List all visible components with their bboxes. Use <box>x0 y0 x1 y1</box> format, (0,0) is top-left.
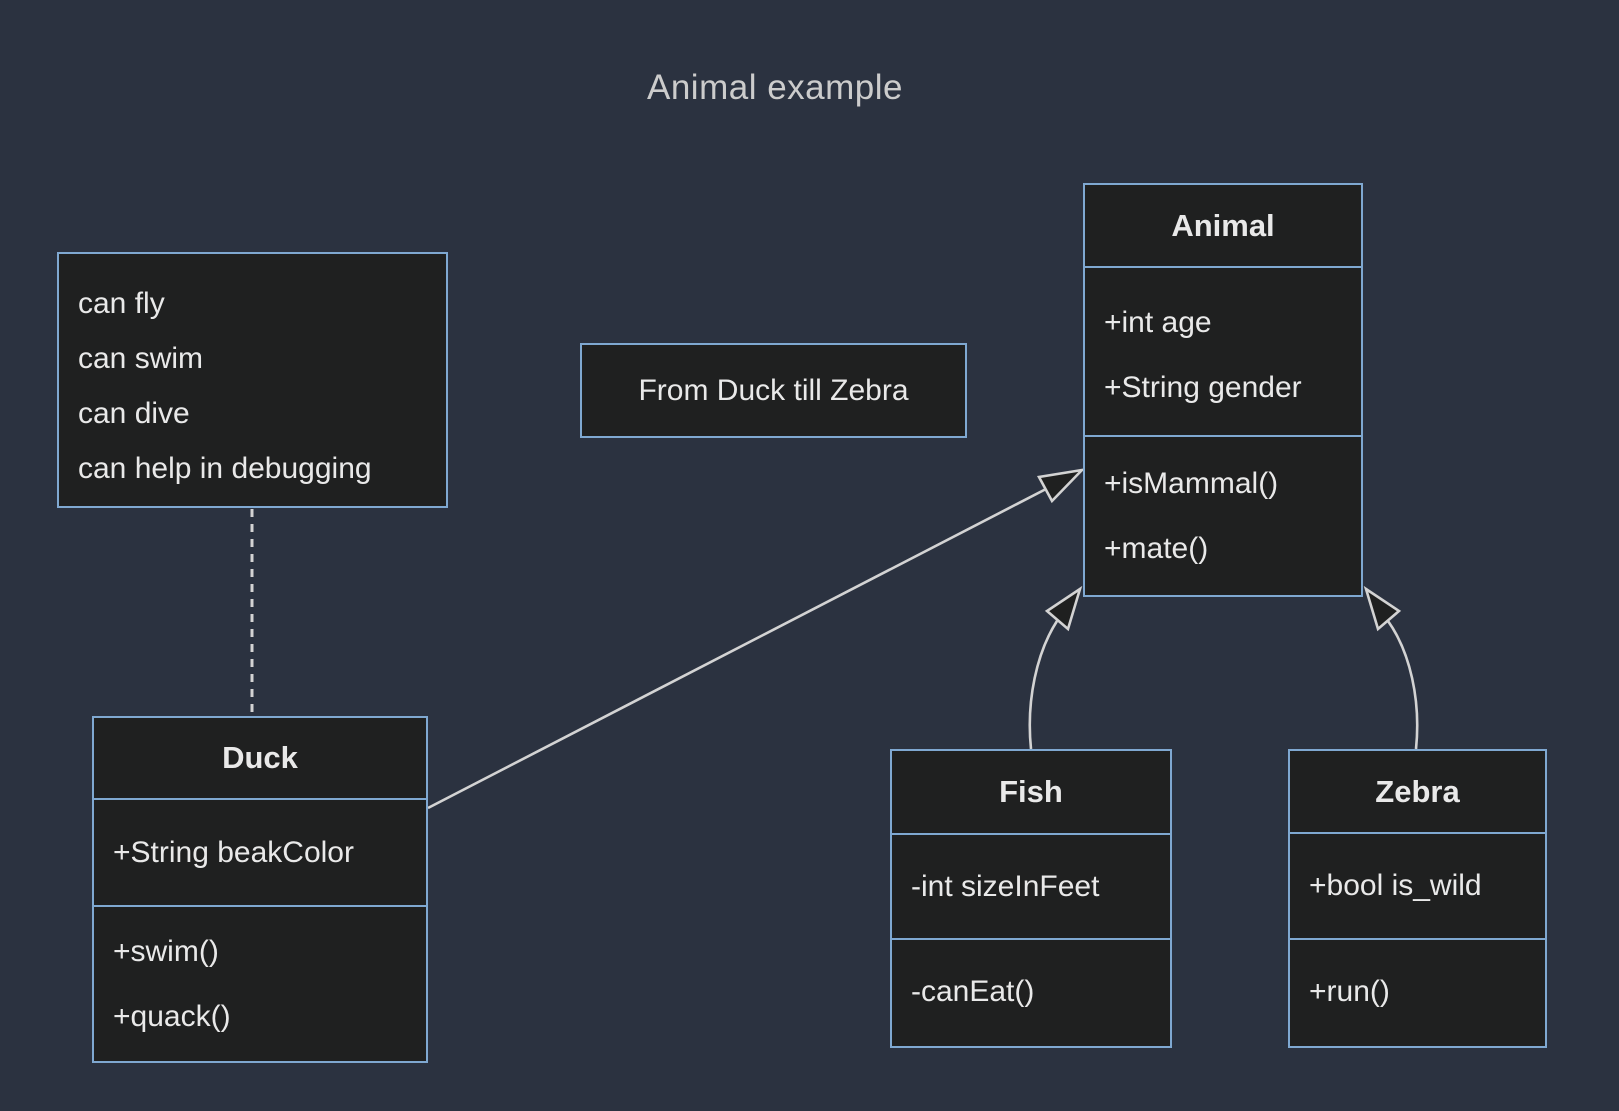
method: +quack() <box>113 1000 231 1033</box>
class-duck-name: Duck <box>94 718 426 800</box>
class-animal-attributes: +int age +String gender <box>1085 268 1361 437</box>
duck-to-animal-inheritance-arrowhead <box>1036 468 1086 504</box>
method: -canEat() <box>911 975 1035 1008</box>
class-zebra-methods: +run() <box>1290 940 1545 1046</box>
class-fish: Fish -int sizeInFeet -canEat() <box>890 749 1172 1048</box>
note-line: can swim <box>78 342 204 375</box>
class-zebra: Zebra +bool is_wild +run() <box>1288 749 1547 1048</box>
attribute: +String beakColor <box>113 836 354 869</box>
attribute: +int age <box>1104 306 1212 339</box>
class-animal-name: Animal <box>1085 185 1361 268</box>
note-line: can dive <box>78 397 190 430</box>
class-animal: Animal +int age +String gender +isMammal… <box>1083 183 1363 597</box>
fish-to-animal-edge <box>1028 620 1059 750</box>
duck-note: can fly can swim can dive can help in de… <box>57 252 448 508</box>
attribute: +bool is_wild <box>1309 869 1482 902</box>
method: +run() <box>1309 975 1390 1008</box>
class-zebra-name: Zebra <box>1290 751 1545 834</box>
class-fish-attributes: -int sizeInFeet <box>892 835 1170 940</box>
class-fish-methods: -canEat() <box>892 940 1170 1046</box>
class-duck: Duck +String beakColor +swim() +quack() <box>92 716 428 1063</box>
range-note-text: From Duck till Zebra <box>638 373 909 407</box>
zebra-to-animal-inheritance-arrowhead <box>1363 585 1402 632</box>
attribute: +String gender <box>1104 371 1302 404</box>
method: +mate() <box>1104 532 1209 565</box>
note-line: can help in debugging <box>78 452 372 485</box>
method: +isMammal() <box>1104 467 1279 500</box>
class-zebra-attributes: +bool is_wild <box>1290 834 1545 940</box>
class-duck-methods: +swim() +quack() <box>94 907 426 1061</box>
zebra-to-animal-edge <box>1386 620 1419 750</box>
class-duck-attributes: +String beakColor <box>94 800 426 907</box>
diagram-title: Animal example <box>647 68 903 107</box>
duck-to-animal-edge <box>427 487 1047 810</box>
range-note: From Duck till Zebra <box>580 343 967 438</box>
class-fish-name: Fish <box>892 751 1170 835</box>
note-line: can fly <box>78 287 165 320</box>
attribute: -int sizeInFeet <box>911 870 1100 903</box>
class-animal-methods: +isMammal() +mate() <box>1085 437 1361 595</box>
method: +swim() <box>113 935 219 968</box>
fish-to-animal-inheritance-arrowhead <box>1044 585 1083 632</box>
